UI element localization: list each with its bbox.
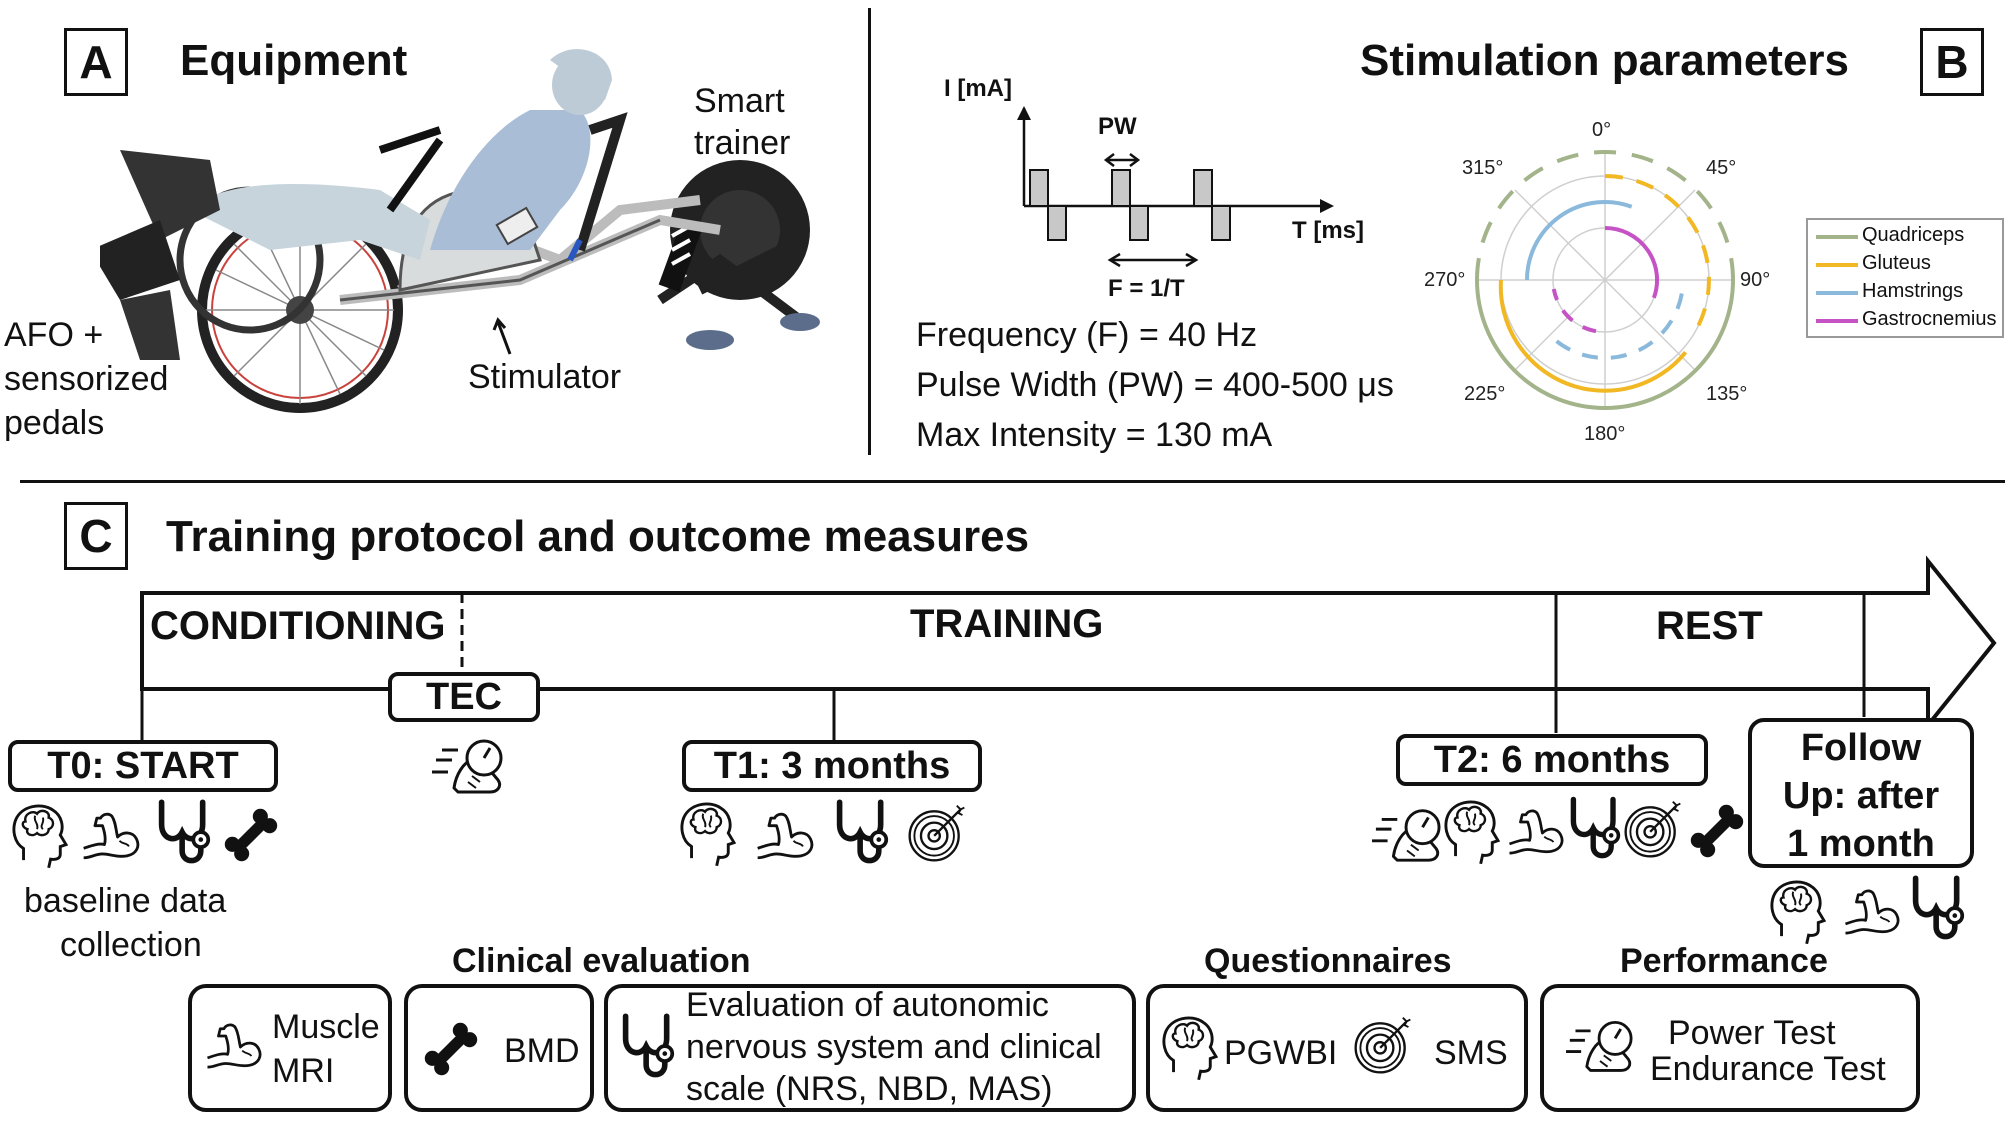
angle-315: 315° (1462, 157, 1503, 179)
param-max-intensity: Max Intensity = 130 mA (916, 416, 1273, 454)
box-autonomic: Evaluation of autonomic nervous system a… (604, 984, 1136, 1112)
vertical-divider (868, 8, 871, 455)
waveform-y-axis-label: I [mA] (944, 75, 1012, 102)
angle-270: 270° (1424, 269, 1465, 291)
bone-icon (418, 1016, 484, 1082)
stethoscope-icon (156, 798, 212, 870)
angle-135: 135° (1706, 383, 1747, 405)
muscle-icon (1504, 804, 1568, 862)
muscle-label-1: Muscle (272, 1008, 380, 1046)
brain-icon (1442, 796, 1500, 866)
angle-0: 0° (1592, 119, 1611, 141)
bike-illustration (100, 49, 820, 413)
box-questionnaires: PGWBI SMS (1146, 984, 1528, 1112)
param-pulse-width: Pulse Width (PW) = 400-500 μs (916, 366, 1394, 404)
speed-test-icon (1368, 800, 1446, 868)
label-afo-1: AFO + (4, 316, 104, 354)
legend-swatch-gastrocnemius (1816, 319, 1858, 323)
label-smart-trainer-1: Smart (694, 82, 785, 120)
speed-test-icon (1562, 1012, 1638, 1078)
sms-label: SMS (1434, 1034, 1508, 1072)
box-bmd: BMD (404, 984, 594, 1112)
legend-label-gluteus: Gluteus (1862, 252, 1931, 274)
stethoscope-icon (1910, 874, 1966, 946)
panel-b-letter: B (1920, 28, 1984, 96)
timepoint-tec: TEC (388, 672, 540, 722)
speed-test-icon (428, 730, 508, 800)
section-performance: Performance (1620, 942, 1828, 980)
legend-label-gastrocnemius: Gastrocnemius (1862, 308, 1997, 330)
label-afo-3: pedals (4, 404, 105, 442)
section-clinical: Clinical evaluation (452, 942, 751, 980)
legend-swatch-quadriceps (1816, 235, 1858, 239)
panel-b-title: Stimulation parameters (1360, 36, 1850, 85)
muscle-icon (202, 1018, 266, 1076)
muscle-label-2: MRI (272, 1052, 335, 1090)
bmd-label: BMD (504, 1032, 580, 1070)
label-afo-2: sensorized (4, 360, 169, 398)
label-smart-trainer-2: trainer (694, 124, 791, 162)
followup-line-2: Up: after (1782, 775, 1940, 817)
polar-legend: Quadriceps Gluteus Hamstrings Gastrocnem… (1806, 218, 2004, 338)
endurance-test-label: Endurance Test (1650, 1050, 1886, 1088)
brain-icon (1160, 1012, 1218, 1082)
brain-icon (1768, 876, 1826, 946)
waveform-pw-label: PW (1098, 113, 1137, 140)
waveform-diagram: I [mA] PW T [ms] F = 1/T (944, 75, 1364, 302)
muscle-icon (1840, 884, 1904, 942)
param-frequency: Frequency (F) = 40 Hz (916, 316, 1258, 354)
panel-a-title: Equipment (180, 36, 408, 85)
stethoscope-icon (620, 1012, 676, 1084)
timepoint-followup: Follow Up: after 1 month (1748, 718, 1974, 868)
box-muscle-mri: Muscle MRI (188, 984, 392, 1112)
pgwbi-label: PGWBI (1224, 1034, 1338, 1072)
bone-icon (218, 802, 284, 868)
angle-45: 45° (1706, 157, 1736, 179)
polar-plot: 0° 45° 90° 135° 180° 225° 270° 315° (1424, 119, 1770, 445)
waveform-f-label: F = 1/T (1108, 275, 1185, 302)
legend-label-hamstrings: Hamstrings (1862, 280, 1964, 302)
timepoint-t1: T1: 3 months (682, 740, 982, 792)
waveform-x-axis-label: T [ms] (1292, 217, 1364, 244)
box-performance: Power Test Endurance Test (1540, 984, 1920, 1112)
section-questionnaires: Questionnaires (1204, 942, 1452, 980)
muscle-icon (78, 808, 144, 866)
bone-icon (1684, 798, 1750, 864)
phase-conditioning: CONDITIONING (150, 604, 446, 648)
angle-180: 180° (1584, 423, 1625, 445)
target-icon (1620, 796, 1686, 862)
panel-c-title: Training protocol and outcome measures (166, 512, 1030, 561)
legend-swatch-gluteus (1816, 263, 1858, 267)
angle-90: 90° (1740, 269, 1770, 291)
brain-icon (10, 800, 68, 870)
stethoscope-icon (1568, 794, 1622, 866)
autonomic-label-1: Evaluation of autonomic (686, 986, 1049, 1024)
legend-label-quadriceps: Quadriceps (1862, 224, 1965, 246)
panel-a-letter: A (64, 28, 128, 96)
angle-225: 225° (1464, 383, 1505, 405)
legend-swatch-hamstrings (1816, 291, 1858, 295)
baseline-label-1: baseline data (24, 882, 227, 920)
panel-c-letter: C (64, 502, 128, 570)
label-stimulator: Stimulator (468, 358, 622, 396)
target-icon (904, 800, 970, 866)
phase-rest: REST (1656, 604, 1763, 648)
horizontal-divider (20, 480, 2005, 483)
followup-line-3: 1 month (1787, 823, 1935, 865)
baseline-label-2: collection (60, 926, 202, 964)
stethoscope-icon (834, 798, 890, 870)
autonomic-label-2: nervous system and clinical (686, 1028, 1102, 1066)
target-icon (1350, 1012, 1416, 1078)
muscle-icon (752, 808, 818, 866)
followup-line-1: Follow (1800, 727, 1922, 769)
timepoint-t0: T0: START (8, 740, 278, 792)
phase-training: TRAINING (910, 602, 1104, 646)
brain-icon (678, 798, 736, 868)
timepoint-t2: T2: 6 months (1396, 734, 1708, 786)
autonomic-label-3: scale (NRS, NBD, MAS) (686, 1070, 1053, 1108)
power-test-label: Power Test (1668, 1014, 1836, 1052)
stimulator-arrow (492, 317, 512, 355)
